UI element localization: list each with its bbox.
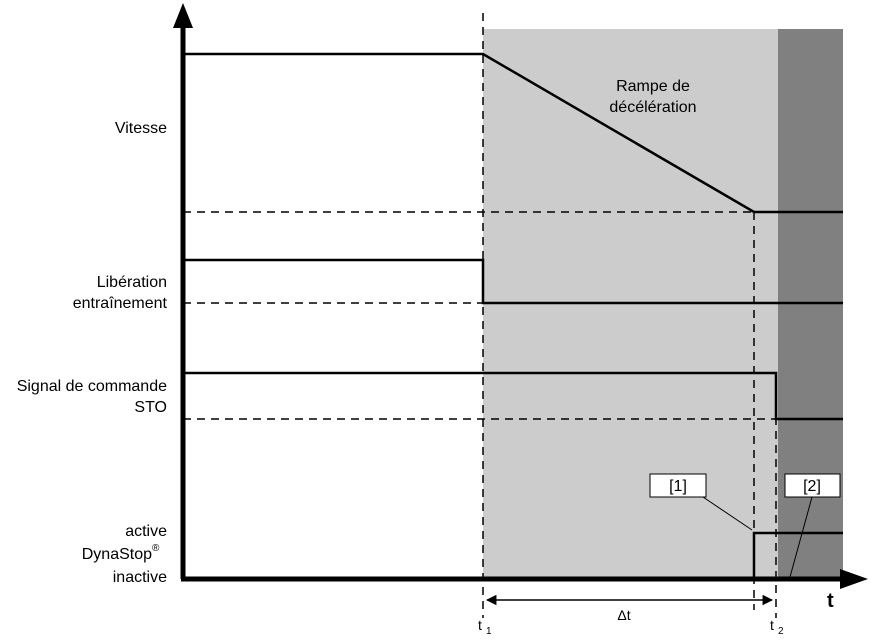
t1-base: t [478,617,482,633]
liberation-label-line2: entraînement [73,295,168,312]
sto-label-line2: STO [134,399,167,416]
t2-base: t [770,617,774,633]
x-axis-arrow-icon [840,569,868,589]
dynastop-name: DynaStop [82,546,152,563]
ramp-label-line1: Rampe de [616,78,690,95]
vitesse-trace [183,52,843,214]
vitesse-label: Vitesse [115,120,167,137]
liberation-trace [183,258,843,305]
x-axis-label: t [827,590,834,612]
delta-t-label: Δt [617,607,630,623]
callout-2-label: [2] [803,478,821,495]
t1-subscript: 1 [486,626,492,637]
t1-label: t [478,617,482,633]
liberation-label-line1: Libération [97,274,167,291]
ramp-label-line2: décélération [609,99,696,116]
callout-1-leader [702,496,753,531]
t2-subscript: 2 [778,626,784,637]
inactive-label: inactive [113,569,167,586]
dynastop-registered-mark: ® [152,543,160,554]
sto-label-line1: Signal de commande [17,378,167,395]
callout-2-leader [789,496,813,578]
active-label: active [125,523,167,540]
callout-1-box [649,473,707,498]
callout-2-box [784,473,841,498]
y-axis-arrow-icon [173,3,193,28]
t2-label: t [770,617,774,633]
dynastop-label: DynaStop [82,546,152,563]
dynastop-trace [752,531,843,578]
sto-trace [183,371,843,421]
callout-1-label: [1] [669,478,687,495]
